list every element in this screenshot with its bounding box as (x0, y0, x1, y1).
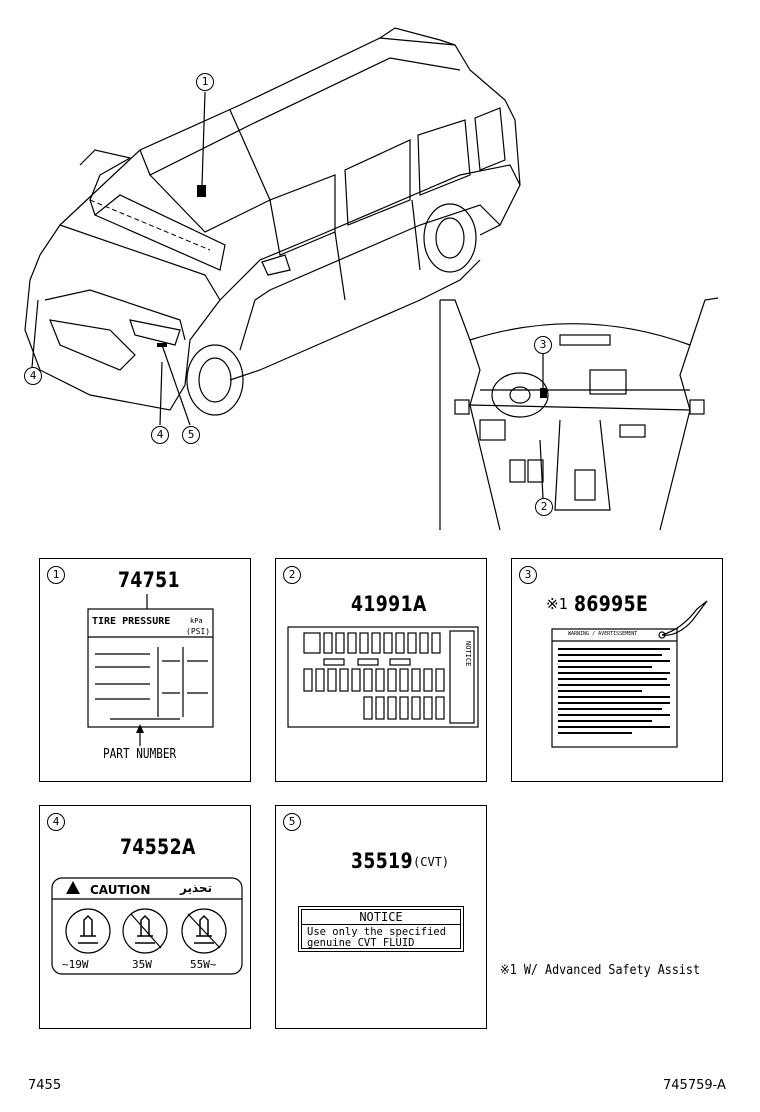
panel-ref-badge: 3 (519, 566, 537, 584)
panel-5: 5 35519 (CVT) NOTICE Use only the specif… (275, 805, 487, 1029)
notice-title: NOTICE (359, 910, 403, 924)
wattage-55w: 55W~ (190, 958, 217, 971)
vehicle-exterior-illustration (24, 27, 719, 531)
callout-4-left: 4 (24, 367, 42, 385)
wattage-35w: 35W (132, 958, 152, 971)
part-number-caption: PART NUMBER (103, 747, 177, 762)
panel-1: 1 74751 TIRE PRESSURE kPa (PSI) PART NUM… (39, 558, 251, 782)
tire-label-title: TIRE PRESSURE (92, 616, 171, 627)
panel-2: 2 41991A NOTICE (275, 558, 487, 782)
callout-3: 3 (534, 336, 552, 354)
part-number-suffix: (CVT) (413, 855, 450, 869)
callout-1: 1 (196, 73, 214, 91)
notice-line-2: genuine CVT FLUID (307, 937, 415, 949)
wattage-19w: ~19W (62, 958, 89, 971)
panel-ref-badge: 1 (47, 566, 65, 584)
panel-4: 4 74552A CAUTION تحذير ~19W 35W 55W~ (39, 805, 251, 1029)
caution-arabic: تحذير (180, 881, 213, 895)
tire-label-unit-psi: (PSI) (186, 627, 211, 636)
warning-hang-tag-drawing (551, 600, 708, 748)
panel-ref-badge: 4 (47, 813, 65, 831)
footer-left-code: 7455 (28, 1078, 62, 1093)
tire-pressure-label-drawing (87, 594, 214, 746)
warning-tag-header: WARNING / AVERTISSEMENT (568, 631, 638, 637)
notice-divider (301, 924, 461, 925)
caution-label-drawing (51, 877, 243, 975)
fuse-label-side-text: NOTICE (464, 641, 472, 667)
notice-label: NOTICE Use only the specified genuine CV… (298, 906, 464, 952)
note-mark: ※1 (546, 595, 568, 613)
part-number: 74751 (118, 568, 180, 592)
footer-right-code: 745759-A (663, 1078, 726, 1093)
caution-title: CAUTION (90, 883, 151, 897)
callout-5: 5 (182, 426, 200, 444)
callout-4-front: 4 (151, 426, 169, 444)
fuse-label-drawing (287, 626, 479, 728)
part-number: 74552A (120, 835, 196, 859)
notice-label-inner-frame (301, 909, 461, 949)
panel-ref-badge: 5 (283, 813, 301, 831)
notice-line-1: Use only the specified (307, 926, 447, 938)
panel-3: 3 ※1 86995E WARNING / AVERTISSEMENT (511, 558, 723, 782)
callout-2: 2 (535, 498, 553, 516)
tire-label-unit-kpa: kPa (190, 617, 203, 625)
part-number: 41991A (351, 592, 427, 616)
panel-ref-badge: 2 (283, 566, 301, 584)
part-number: 35519 (351, 849, 413, 873)
footnote: ※1 W/ Advanced Safety Assist (500, 963, 700, 978)
part-number: 86995E (574, 592, 649, 616)
